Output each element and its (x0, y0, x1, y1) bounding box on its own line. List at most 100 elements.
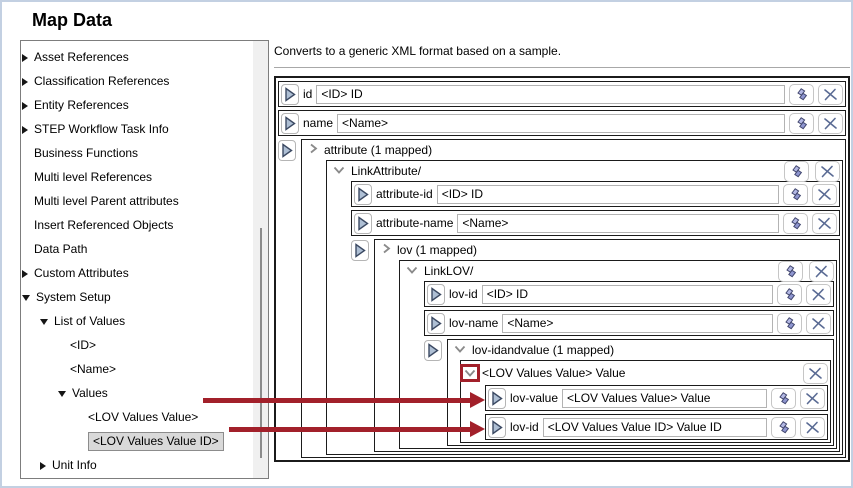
tree-item-lov-values-value-id[interactable]: <LOV Values Value ID> (21, 429, 268, 453)
map-toggle-button[interactable] (488, 416, 506, 438)
separator (274, 67, 850, 68)
delete-icon (824, 88, 837, 100)
field-label: lov-name (449, 316, 499, 330)
delete-icon (809, 367, 822, 379)
tree-item-list-of-values[interactable]: List of Values (21, 309, 268, 333)
map-toggle-button[interactable] (354, 183, 372, 205)
mapping-value-input[interactable] (316, 84, 785, 104)
delete-mapping-button[interactable] (815, 160, 840, 182)
tree-item-lov-values-value[interactable]: <LOV Values Value> (21, 405, 268, 429)
expander-icon[interactable] (22, 77, 28, 86)
map-toggle-button[interactable] (278, 140, 296, 161)
mapping-value-input[interactable] (481, 284, 773, 304)
tree-item-multi-level-parent-attributes[interactable]: Multi level Parent attributes (21, 189, 268, 213)
convert-value-icon (790, 217, 801, 230)
delete-mapping-button[interactable] (809, 260, 834, 282)
expander-icon[interactable] (40, 318, 48, 325)
mapping-panel: Converts to a generic XML format based o… (274, 44, 850, 462)
mapping-value-input[interactable] (562, 388, 767, 408)
tree-item-label: Insert Referenced Objects (34, 218, 174, 232)
expander-icon[interactable] (22, 125, 28, 134)
tree-item-label: System Setup (36, 290, 111, 304)
map-toggle-button[interactable] (281, 83, 299, 105)
expander-icon[interactable] (40, 461, 46, 470)
convert-value-button[interactable] (784, 160, 809, 182)
tree-scrollbar-thumb[interactable] (260, 228, 262, 458)
collapse-toggle[interactable] (406, 264, 418, 278)
mapping-value-input[interactable] (457, 213, 779, 233)
convert-value-button[interactable] (789, 112, 814, 134)
map-toggle-button[interactable] (427, 283, 445, 305)
delete-mapping-button[interactable] (812, 212, 837, 234)
delete-mapping-button[interactable] (818, 83, 843, 105)
map-toggle-button[interactable] (354, 212, 372, 234)
convert-value-button[interactable] (778, 260, 803, 282)
map-toggle-button[interactable] (427, 312, 445, 334)
tree-item-label-selected[interactable]: <LOV Values Value ID> (88, 432, 224, 451)
expander-icon[interactable] (22, 269, 28, 278)
delete-mapping-button[interactable] (800, 416, 825, 438)
tree-item-business-functions[interactable]: Business Functions (21, 141, 268, 165)
collapse-toggle[interactable] (308, 143, 318, 157)
delete-icon (812, 317, 825, 329)
map-toggle-button[interactable] (351, 240, 369, 261)
mapping-value-input[interactable] (337, 113, 785, 133)
collapse-toggle[interactable] (333, 164, 345, 178)
convert-value-button[interactable] (771, 416, 796, 438)
convert-value-button[interactable] (783, 183, 808, 205)
expander-icon[interactable] (22, 101, 28, 110)
lov-group-box: lov (1 mapped) LinkLOV/ (374, 239, 840, 452)
convert-value-icon (778, 392, 789, 405)
tree-item-data-path[interactable]: Data Path (21, 237, 268, 261)
mapping-annotation-arrowhead (470, 392, 485, 408)
expander-icon[interactable] (22, 294, 30, 301)
map-toggle-button[interactable] (424, 340, 442, 361)
mapping-value-input[interactable] (542, 417, 767, 437)
convert-value-button[interactable] (777, 283, 802, 305)
lov-group-header: lov (1 mapped) (375, 240, 837, 260)
delete-mapping-button[interactable] (803, 362, 828, 384)
attribute-group: attribute (1 mapped) LinkAttribute/ (278, 139, 846, 458)
convert-value-icon (784, 317, 795, 330)
tree-item-name[interactable]: <Name> (21, 357, 268, 381)
tree-item-system-setup[interactable]: System Setup (21, 285, 268, 309)
convert-value-button[interactable] (789, 83, 814, 105)
tree-item-values[interactable]: Values (21, 381, 268, 405)
delete-mapping-button[interactable] (806, 312, 831, 334)
collapse-toggle[interactable] (381, 243, 391, 257)
tree-item-entity-references[interactable]: Entity References (21, 93, 268, 117)
delete-icon (821, 165, 834, 177)
map-toggle-button[interactable] (488, 387, 506, 409)
tree-item-label: <ID> (70, 338, 97, 352)
map-row-id: id (278, 81, 846, 107)
convert-value-button[interactable] (777, 312, 802, 334)
lov-idandvalue-group: lov-idandvalue (1 mapped) (424, 339, 834, 446)
convert-value-icon (796, 88, 807, 101)
tree-item-classification-references[interactable]: Classification References (21, 69, 268, 93)
convert-value-icon (790, 188, 801, 201)
delete-mapping-button[interactable] (800, 387, 825, 409)
mapping-value-input[interactable] (502, 313, 773, 333)
convert-value-button[interactable] (771, 387, 796, 409)
tree-item-id[interactable]: <ID> (21, 333, 268, 357)
delete-mapping-button[interactable] (806, 283, 831, 305)
mapping-value-input[interactable] (436, 184, 779, 204)
collapse-toggle-highlighted[interactable] (460, 364, 480, 382)
tree-item-step-workflow-task-info[interactable]: STEP Workflow Task Info (21, 117, 268, 141)
convert-value-icon (785, 265, 796, 278)
map-row-lov-name: lov-name (424, 310, 834, 336)
convert-value-button[interactable] (783, 212, 808, 234)
tree-item-insert-referenced-objects[interactable]: Insert Referenced Objects (21, 213, 268, 237)
expander-icon[interactable] (22, 53, 28, 62)
tree-item-unit-info[interactable]: Unit Info (21, 453, 268, 477)
tree-item-asset-references[interactable]: Asset References (21, 45, 268, 69)
map-toggle-button[interactable] (281, 112, 299, 134)
mapping-annotation-arrow (203, 397, 470, 403)
collapse-toggle[interactable] (454, 343, 466, 357)
tree-item-multi-level-references[interactable]: Multi level References (21, 165, 268, 189)
expander-icon[interactable] (58, 390, 66, 397)
play-icon (492, 419, 503, 435)
delete-mapping-button[interactable] (812, 183, 837, 205)
delete-mapping-button[interactable] (818, 112, 843, 134)
tree-item-custom-attributes[interactable]: Custom Attributes (21, 261, 268, 285)
